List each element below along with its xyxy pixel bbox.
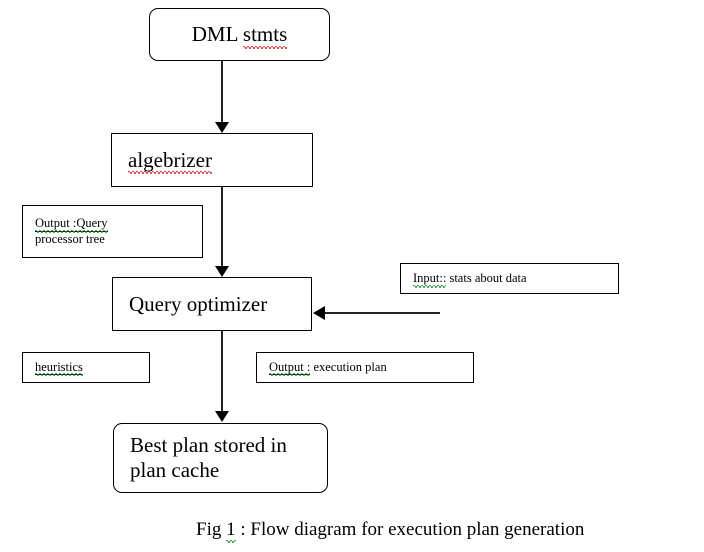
note-heuristics-label: heuristics xyxy=(23,359,83,377)
note-input-stats: Input:: stats about data xyxy=(400,263,619,294)
node-algebrizer: algebrizer xyxy=(111,133,313,187)
node-dml-stmts-text: DML xyxy=(191,22,243,47)
node-dml-stmts: DML stmts xyxy=(149,8,330,61)
node-best-plan-line1: Best plan stored in xyxy=(130,433,287,458)
note-query-processor-tree-line1: Output :Query xyxy=(35,216,108,233)
figure-caption-rest: : Flow diagram for execution plan genera… xyxy=(235,519,585,540)
figure-caption-prefix: Fig xyxy=(196,519,227,540)
connector-stats-to-optimizer-line xyxy=(325,312,440,314)
connector-algebrizer-to-optimizer-arrowhead xyxy=(215,266,229,277)
note-input-stats-marked: Input:: xyxy=(413,271,447,288)
note-execution-plan-label: Output : execution plan xyxy=(257,359,387,377)
note-heuristics: heuristics xyxy=(22,352,150,383)
note-input-stats-label: Input:: stats about data xyxy=(401,271,527,288)
connector-dml-to-algebrizer-line xyxy=(221,61,223,124)
node-dml-stmts-label: DML stmts xyxy=(150,22,329,49)
connector-dml-to-algebrizer-arrowhead xyxy=(215,122,229,133)
node-algebrizer-misspelled: algebrizer xyxy=(128,147,212,175)
connector-optimizer-to-bestplan-line xyxy=(221,331,223,413)
figure-caption: Fig 1 : Flow diagram for execution plan … xyxy=(196,519,585,543)
node-dml-stmts-misspelled: stmts xyxy=(242,22,288,49)
node-algebrizer-label: algebrizer xyxy=(112,147,212,175)
figure-caption-number: 1 xyxy=(226,519,236,543)
note-heuristics-marked: heuristics xyxy=(35,359,83,377)
node-query-optimizer: Query optimizer xyxy=(112,277,312,331)
node-best-plan-line2: plan cache xyxy=(130,458,220,482)
connector-algebrizer-to-optimizer-line xyxy=(221,187,223,268)
note-input-stats-rest: stats about data xyxy=(446,271,527,286)
note-execution-plan-rest: execution plan xyxy=(310,359,387,374)
connector-stats-to-optimizer-arrowhead xyxy=(313,306,325,320)
note-execution-plan-marked: Output : xyxy=(269,359,311,377)
note-query-processor-tree-line2: processor tree xyxy=(35,232,105,246)
note-execution-plan: Output : execution plan xyxy=(256,352,474,383)
connector-optimizer-to-bestplan-arrowhead xyxy=(215,411,229,422)
node-query-optimizer-label: Query optimizer xyxy=(129,291,268,316)
